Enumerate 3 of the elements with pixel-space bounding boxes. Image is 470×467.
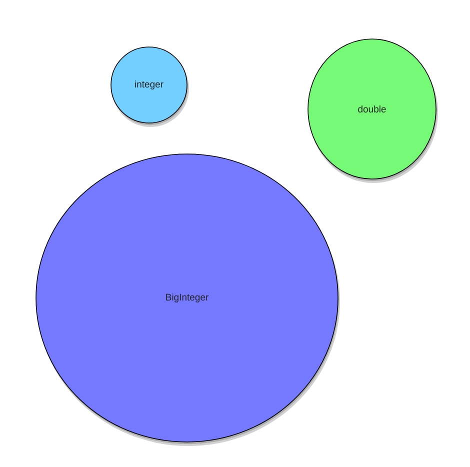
circle-node: double xyxy=(308,38,438,183)
circle-node: integer xyxy=(110,46,189,127)
circle-node: BigInteger xyxy=(36,154,340,446)
